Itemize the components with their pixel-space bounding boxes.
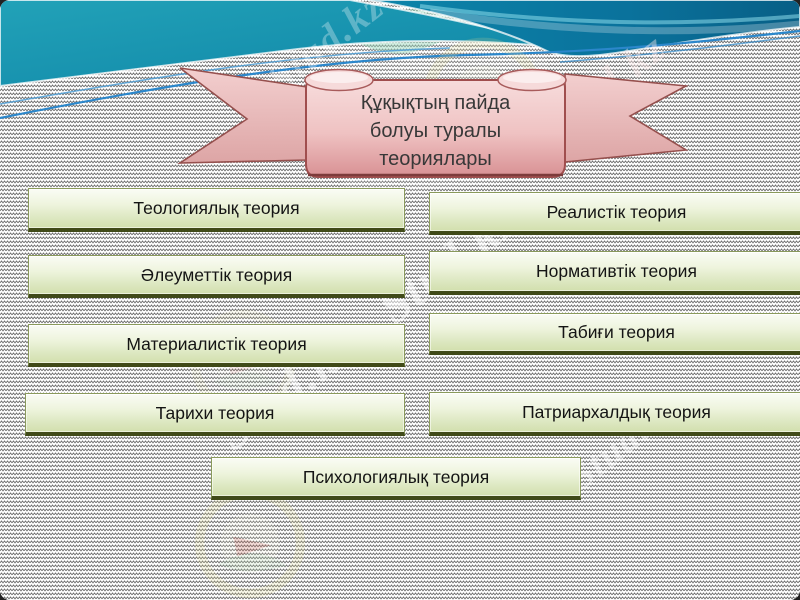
theory-box-realist: Реалистік теория: [429, 192, 800, 235]
title-line-1: Құқықтың пайда: [360, 91, 511, 114]
title-line-3: теориялары: [379, 147, 492, 170]
theory-box-historical: Тарихи теория: [25, 393, 405, 436]
bird-watermark-icon: [352, 7, 505, 54]
slide-title: Құқықтың пайда болуы туралы теориялары: [306, 84, 565, 177]
theory-box-psychological: Психологиялық теория: [211, 457, 581, 500]
ribbon-tail-left: [177, 67, 308, 164]
theory-box-theological: Теологиялық теория: [28, 188, 405, 232]
theory-box-patriarchal: Патриархалдық теория: [429, 392, 800, 436]
title-line-2: болуы туралы: [369, 119, 502, 142]
theory-box-social: Әлеуметтік теория: [28, 255, 405, 298]
theory-box-materialist: Материалистік теория: [28, 324, 405, 367]
theory-box-natural: Табиғи теория: [429, 313, 800, 355]
teal-highlight-curve: [419, 4, 800, 25]
teal-wave-right: [367, 0, 800, 58]
blue-accent-line-3: [559, 35, 800, 63]
teal-highlight-curve-2: [429, 8, 800, 35]
theory-box-normative: Нормативтік теория: [429, 251, 800, 295]
teal-wave-left: [0, 0, 567, 88]
ribbon-tail-right: [564, 73, 689, 163]
emblem-watermark-bottom: [200, 493, 301, 594]
